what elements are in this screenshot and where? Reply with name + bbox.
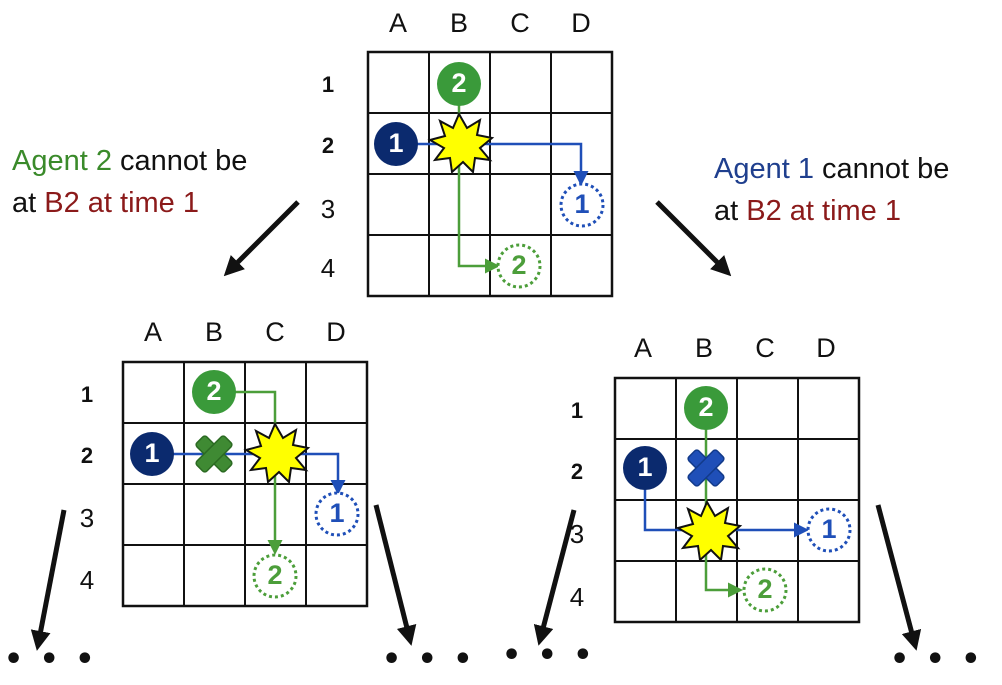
row-label: 3: [569, 519, 585, 549]
row-label: 4: [320, 253, 336, 283]
agent2-goal-icon: [252, 553, 298, 599]
right-constraint-caption: Agent 1 cannot be at B2 at time 1: [714, 148, 949, 232]
row-label: 4: [79, 565, 95, 595]
column-label: B: [204, 317, 223, 347]
row-label: 3: [79, 503, 95, 533]
row-label: 2: [321, 133, 335, 158]
x-mark-icon: [195, 435, 233, 473]
row-label: 1: [570, 398, 584, 423]
column-label: D: [326, 317, 346, 347]
row-label: 3: [320, 194, 336, 224]
agent1-goal-number: 1: [574, 189, 590, 219]
agent1-goal-number: 1: [329, 498, 345, 528]
agent1-goal-icon: [314, 491, 360, 537]
conflict-burst-icon: [675, 499, 743, 563]
continuation-dots: • • •: [382, 642, 476, 677]
constraint-text: cannot be: [111, 145, 248, 177]
row-label: 1: [321, 72, 335, 97]
agent1-number: 1: [637, 452, 653, 482]
constraint-cell-time: B2 at time 1: [746, 195, 901, 227]
continuation-arrow: [373, 504, 417, 646]
continuation-arrow: [30, 509, 67, 651]
agent2-goal-icon: [742, 567, 788, 613]
row-label: 2: [570, 459, 584, 484]
agent2-start-icon: [437, 62, 481, 106]
agent1-goal-number: 1: [821, 514, 837, 544]
column-label: C: [265, 317, 285, 347]
row-label: 1: [80, 382, 94, 407]
conflict-burst-icon: [243, 421, 311, 485]
agent1-start-icon: [623, 446, 667, 490]
column-label: D: [816, 333, 836, 363]
row-label: 4: [569, 582, 585, 612]
agent2-goal-number: 2: [757, 574, 773, 604]
conflict-burst-icon: [427, 111, 495, 175]
left-constraint-caption: Agent 2 cannot be at B2 at time 1: [12, 140, 247, 224]
agent2-number: 2: [698, 392, 714, 422]
constraint-text: at: [714, 195, 747, 227]
agent2-goal-number: 2: [511, 250, 527, 280]
continuation-dots: • • •: [502, 638, 596, 673]
continuation-arrow: [875, 504, 922, 651]
column-label: A: [143, 317, 162, 347]
row-label: 2: [80, 443, 94, 468]
grid-left-child: [121, 360, 369, 608]
agent2-number: 2: [206, 376, 222, 406]
agent1-start-icon: [130, 432, 174, 476]
constraint-agent-label: Agent 2: [12, 145, 112, 177]
grid-root: [366, 50, 614, 298]
branch-arrow-right: [655, 200, 732, 277]
agent2-start-icon: [192, 370, 236, 414]
continuation-arrow: [533, 509, 577, 646]
continuation-dots: • • •: [890, 642, 984, 677]
agent1-start-icon: [374, 122, 418, 166]
agent1-number: 1: [388, 128, 404, 158]
constraint-text: cannot be: [813, 153, 950, 185]
agent1-number: 1: [144, 438, 160, 468]
agent2-goal-number: 2: [267, 560, 283, 590]
grid-right-child: [613, 376, 861, 624]
constraint-agent-label: Agent 1: [714, 153, 814, 185]
column-label: C: [510, 8, 530, 38]
column-label: B: [449, 8, 468, 38]
column-label: A: [633, 333, 652, 363]
column-label: D: [571, 8, 591, 38]
agent1-goal-icon: [806, 507, 852, 553]
branch-arrow-left: [223, 200, 300, 277]
column-label: C: [755, 333, 775, 363]
constraint-cell-time: B2 at time 1: [44, 187, 199, 219]
agent1-goal-icon: [559, 182, 605, 228]
agent2-number: 2: [451, 68, 467, 98]
agent2-goal-icon: [496, 243, 542, 289]
column-label: A: [388, 8, 407, 38]
column-label: B: [694, 333, 713, 363]
continuation-dots: • • •: [4, 642, 98, 677]
agent2-start-icon: [684, 386, 728, 430]
x-mark-icon: [687, 449, 725, 487]
constraint-text: at: [12, 187, 45, 219]
